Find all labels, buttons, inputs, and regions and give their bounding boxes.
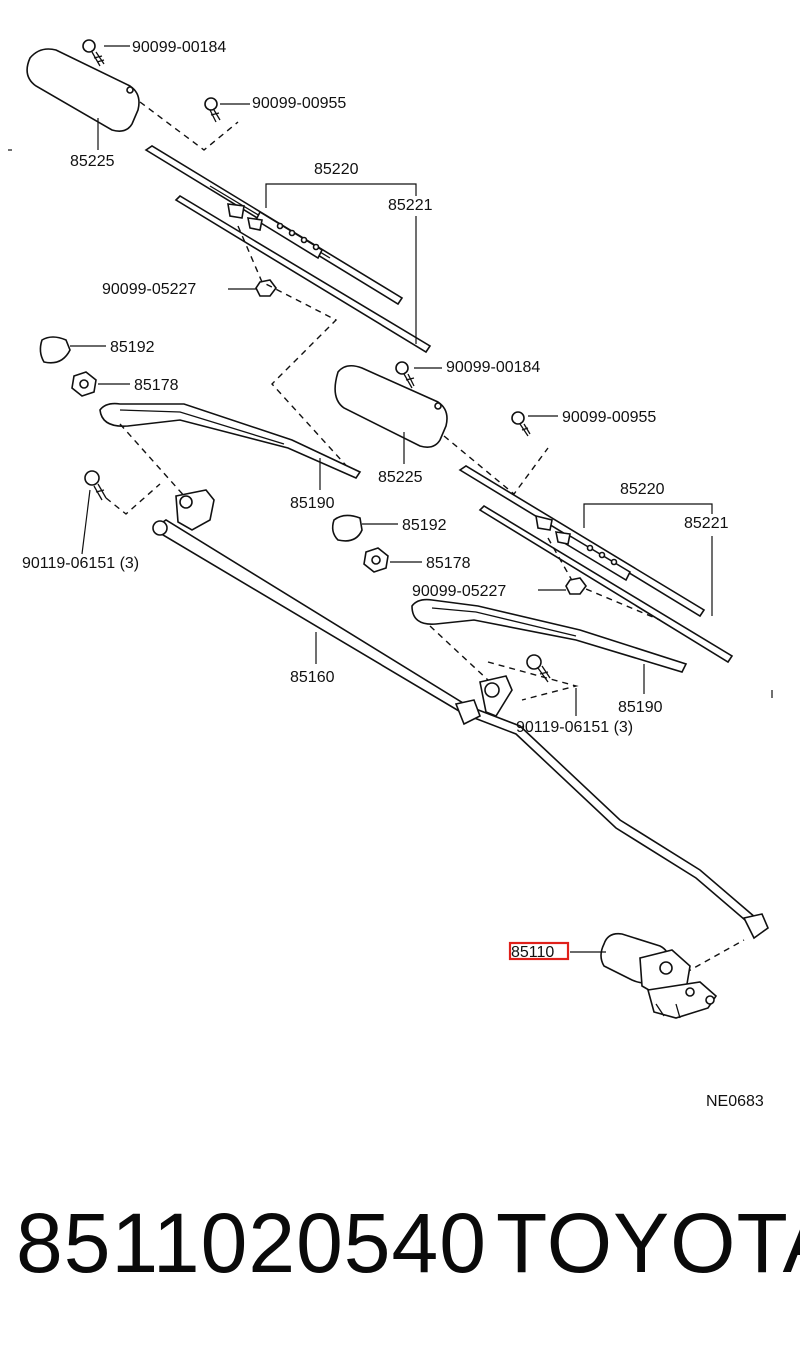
label-blade-cover-1: 85225: [70, 153, 115, 170]
label-blade-rubber-1: 85221: [388, 197, 433, 214]
wiper-motor: [600, 932, 718, 1019]
label-bolt-top-4: 90099-00955: [562, 409, 656, 426]
label-nut-1: 90099-05227: [102, 281, 196, 298]
wiper-arm-left: [99, 402, 362, 480]
label-bolt-top-3: 90099-00184: [446, 359, 540, 376]
nut-icon: [565, 577, 587, 595]
label-blade-assy-1: 85220: [314, 161, 359, 178]
label-blade-assy-2: 85220: [620, 481, 665, 498]
label-arm-1: 85190: [290, 495, 335, 512]
motor-highlight-box: [508, 941, 570, 961]
wiper-linkage: [152, 489, 769, 940]
label-nut-2: 90099-05227: [412, 583, 506, 600]
screw-icon: [511, 411, 531, 437]
screw-icon: [395, 361, 415, 389]
label-blade-rubber-2: 85221: [684, 515, 729, 532]
cap-icon: [39, 336, 71, 364]
label-arm-2: 85190: [618, 699, 663, 716]
label-cap-1: 85192: [110, 339, 155, 356]
label-linkage: 85160: [290, 669, 335, 686]
figure-code: NE0683: [706, 1093, 764, 1110]
screw-icon: [82, 39, 105, 67]
part-number: 8511020540: [16, 1196, 487, 1290]
label-motor: 85110: [511, 944, 554, 961]
label-bolt-link-1: 90119-06151 (3): [22, 555, 139, 572]
nut-icon: [255, 279, 277, 297]
blade-cover-left: [26, 48, 140, 132]
footer: 8511020540 TOYOTA: [0, 1195, 800, 1305]
label-nut-arm-1: 85178: [134, 377, 179, 394]
blade-cover-right: [334, 364, 448, 448]
nut-icon: [71, 371, 97, 397]
label-blade-cover-2: 85225: [378, 469, 423, 486]
screw-icon: [526, 654, 551, 683]
screw-icon: [84, 470, 107, 501]
label-bolt-link-2: 90119-06151 (3): [516, 719, 633, 736]
cap-icon: [331, 514, 363, 542]
wiper-arm-right: [411, 598, 688, 673]
label-cap-2: 85192: [402, 517, 447, 534]
label-bolt-top-1: 90099-00184: [132, 39, 226, 56]
wiper-blade-left: [144, 145, 432, 354]
label-nut-arm-2: 85178: [426, 555, 471, 572]
label-bolt-top-2: 90099-00955: [252, 95, 346, 112]
screw-icon: [204, 97, 221, 123]
wiper-blade-right: [458, 465, 734, 664]
brand-name: TOYOTA: [496, 1196, 800, 1290]
nut-icon: [363, 547, 389, 573]
